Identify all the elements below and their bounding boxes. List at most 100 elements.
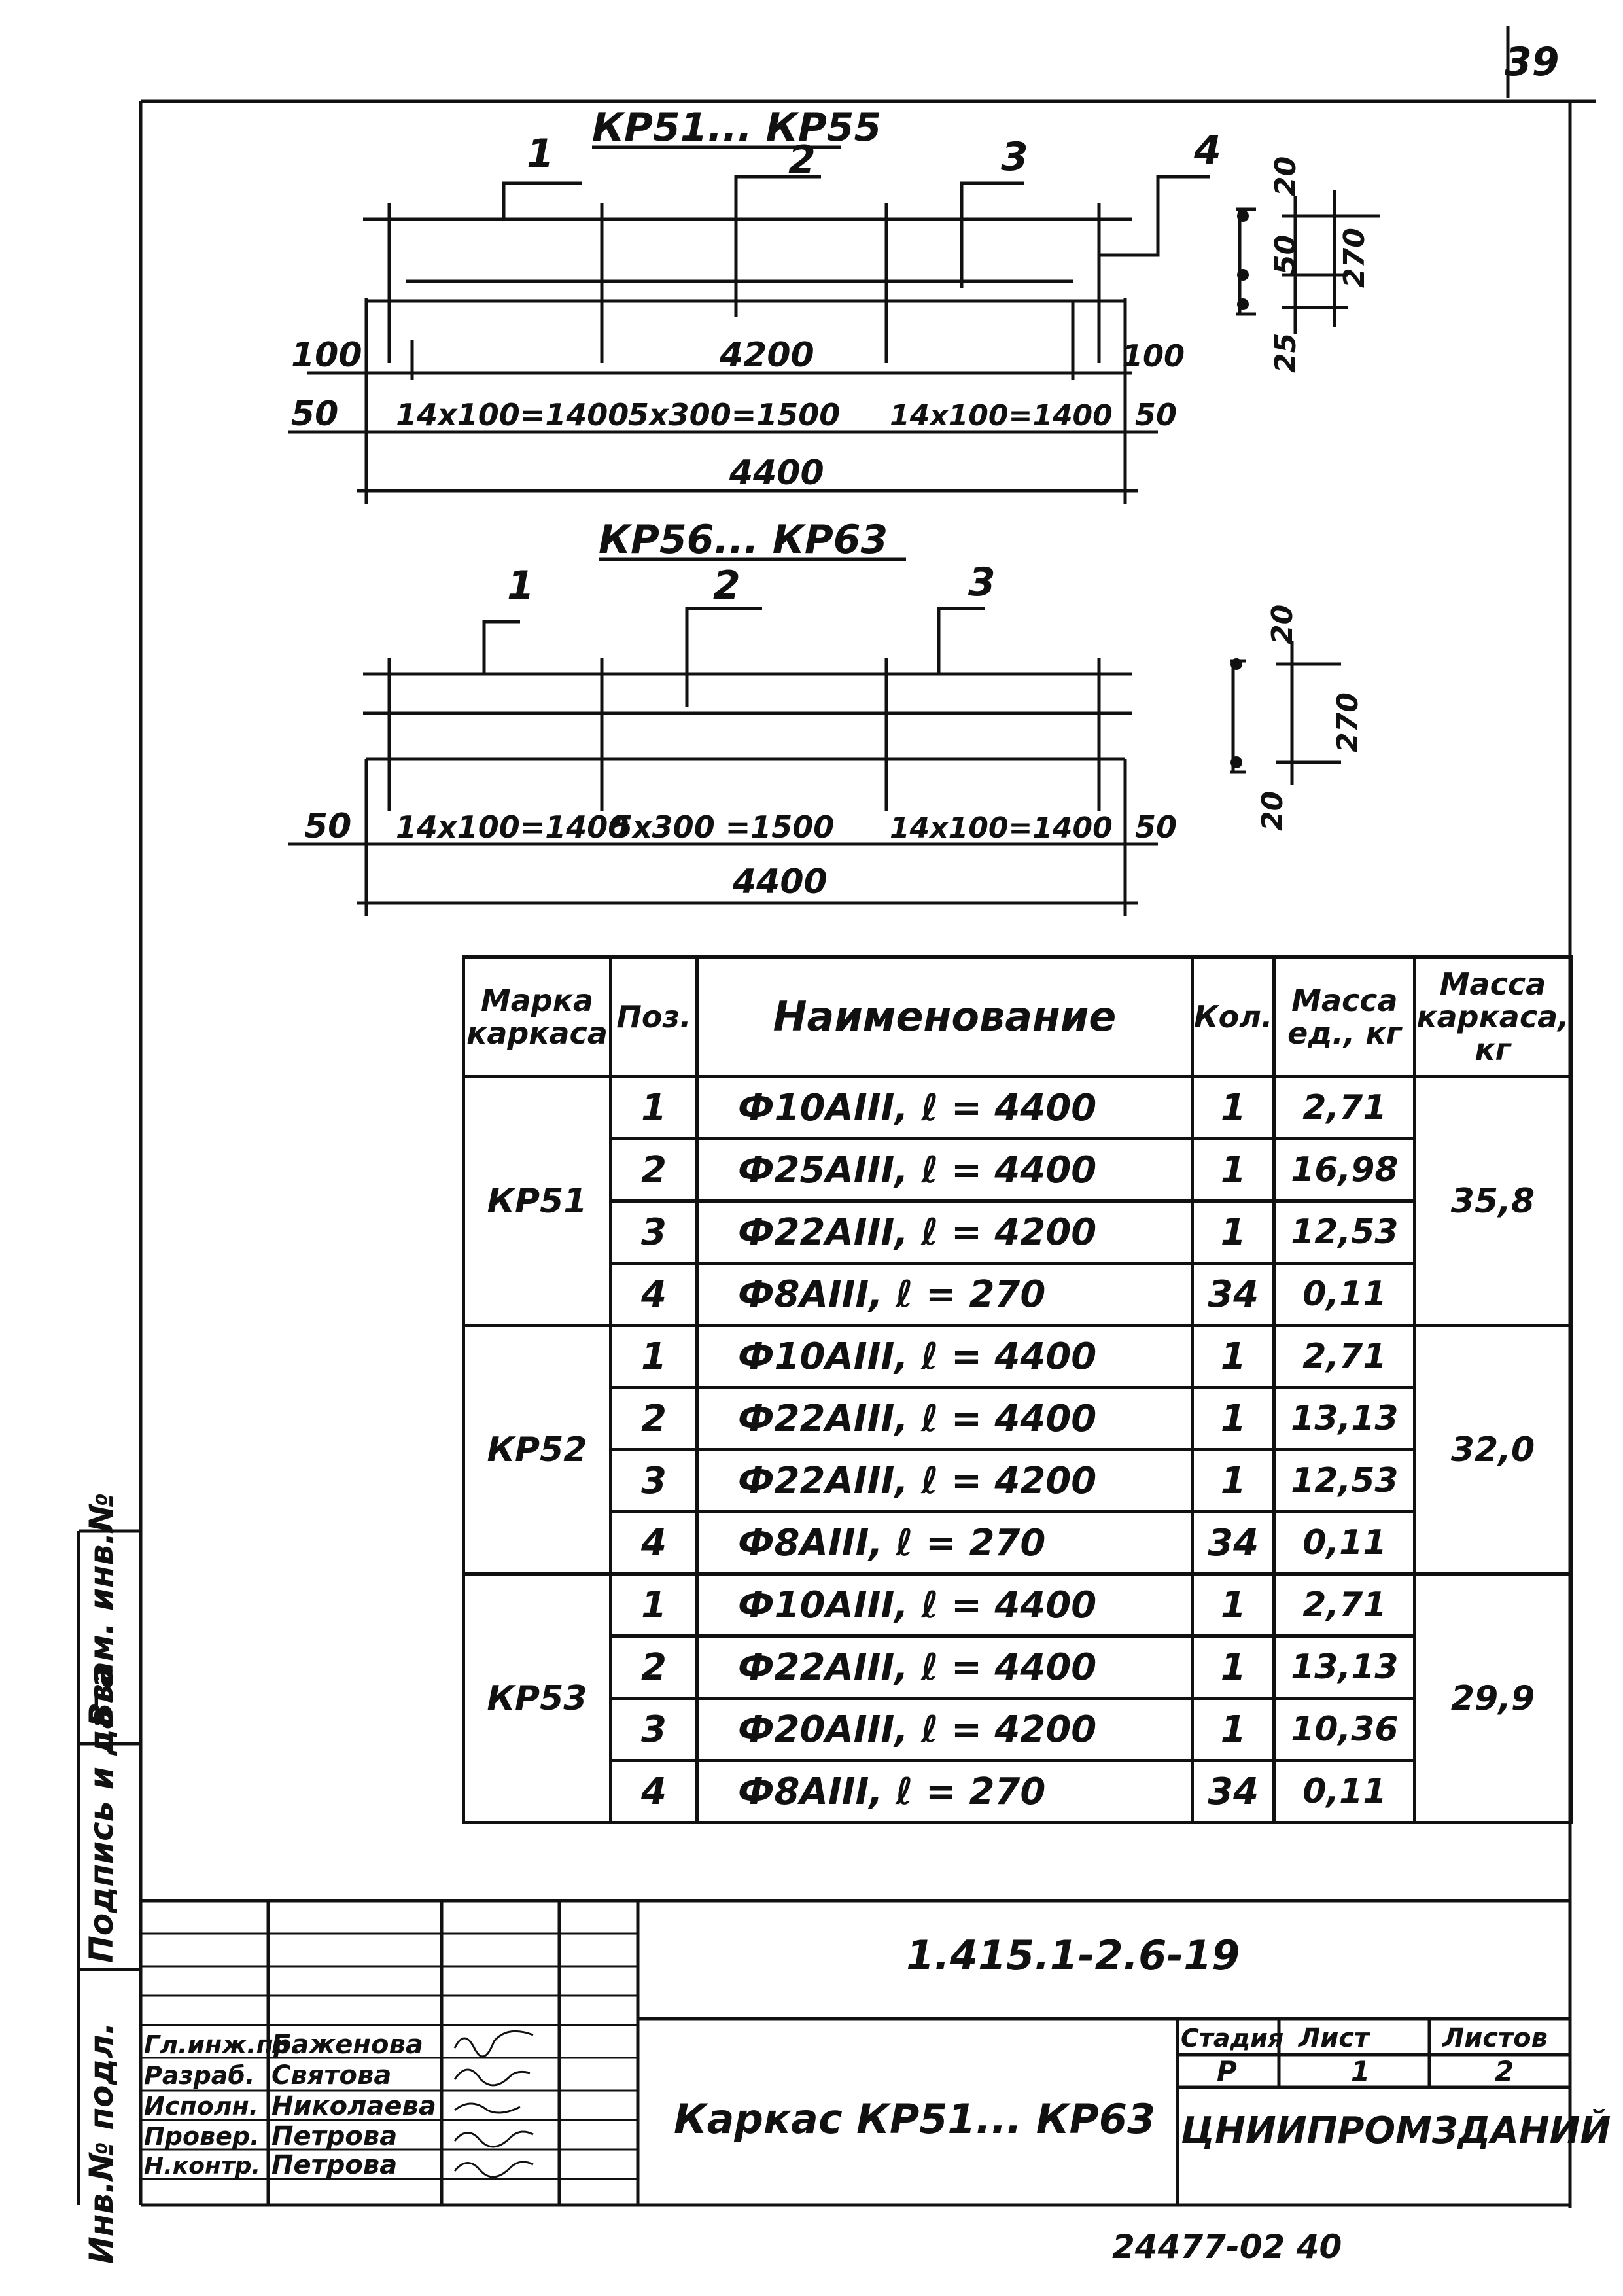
header-mark: Марка каркаса: [462, 955, 612, 1078]
cell-unit-mass: 16,98: [1272, 1137, 1417, 1203]
cell-unit-mass: 13,13: [1272, 1386, 1417, 1451]
cell-name: Ф10АIII, ℓ = 4400: [695, 1324, 1194, 1389]
drawing1-callout-3: 3: [1001, 134, 1028, 180]
cell-pos: 2: [609, 1634, 699, 1700]
cell-pos: 3: [609, 1697, 699, 1762]
cell-pos: 4: [609, 1510, 699, 1576]
cell-qty: 1: [1190, 1324, 1276, 1389]
cell-unit-mass: 0,11: [1272, 1759, 1417, 1824]
cell-unit-mass: 0,11: [1272, 1510, 1417, 1576]
cell-name: Ф8АIII, ℓ = 270: [695, 1759, 1194, 1824]
drawing2-dim-left: 50: [304, 807, 351, 846]
cell-qty: 34: [1190, 1510, 1276, 1576]
cell-qty: 1: [1190, 1697, 1276, 1762]
drawing1-dim-inner: 4200: [719, 336, 814, 375]
cell-unit-mass: 12,53: [1272, 1199, 1417, 1265]
cell-qty: 34: [1190, 1759, 1276, 1824]
cell-name: Ф22АIII, ℓ = 4400: [695, 1634, 1194, 1700]
drawing1-dim-right-bottom: 50: [1135, 397, 1177, 433]
header-unit-mass: Масса ед., кг: [1272, 955, 1417, 1078]
table-row: 2 Ф22АIII, ℓ = 4400 1 13,13: [464, 1634, 1571, 1700]
drawing1-dim-left-top: 100: [291, 336, 362, 375]
drawing2-callout-2: 2: [713, 563, 741, 609]
table-header-row: Марка каркаса Поз. Наименование Кол. Мас…: [462, 955, 1573, 1078]
sheet-label: Лист: [1298, 2023, 1371, 2053]
signatures: [453, 2030, 534, 2178]
table-row: 3 Ф22АIII, ℓ = 4200 1 12,53: [464, 1199, 1571, 1265]
role-checker: Провер.: [144, 2122, 260, 2151]
drawing2-callout-3: 3: [968, 559, 996, 605]
cell-qty: 1: [1190, 1386, 1276, 1451]
cell-qty: 1: [1190, 1199, 1276, 1265]
cell-name: Ф22АIII, ℓ = 4200: [695, 1448, 1194, 1513]
cell-name: Ф8АIII, ℓ = 270: [695, 1510, 1194, 1576]
sheet-value: 1: [1351, 2055, 1370, 2087]
cell-qty: 1: [1190, 1572, 1276, 1638]
drawing2-title: КР56... КР63: [599, 517, 888, 563]
header-name: Наименование: [695, 955, 1194, 1078]
header-qty: Кол.: [1190, 955, 1276, 1078]
cell-name: Ф25АIII, ℓ = 4400: [695, 1137, 1194, 1203]
table-row: 4 Ф8АIII, ℓ = 270 34 0,11: [464, 1510, 1571, 1576]
table-row: КР52 1 Ф10АIII, ℓ = 4400 1 2,71 32,0: [462, 1324, 1573, 1576]
frame-mark: КР51: [462, 1075, 612, 1327]
frame-mark: КР53: [462, 1572, 612, 1824]
drawing2-seg3: 14x100=1400: [890, 811, 1113, 845]
cell-pos: 1: [609, 1572, 699, 1638]
role-developer: Разраб.: [144, 2061, 254, 2090]
name-executor: Николаева: [271, 2091, 436, 2121]
table-row: 2 Ф22АIII, ℓ = 4400 1 13,13: [464, 1386, 1571, 1451]
cell-name: Ф10АIII, ℓ = 4400: [695, 1075, 1194, 1140]
cell-pos: 3: [609, 1448, 699, 1513]
sheets-value: 2: [1495, 2055, 1514, 2087]
drawing2-section-dim-270: 270: [1331, 692, 1365, 752]
document-code: 1.415.1-2.6-19: [906, 1932, 1240, 1979]
name-developer: Святова: [271, 2060, 391, 2091]
drawing1-dim-left-bottom: 50: [291, 395, 338, 434]
drawing1-seg1: 14x100=1400: [396, 397, 629, 433]
name-norm-control: Петрова: [271, 2150, 397, 2180]
page-number: 39: [1505, 39, 1560, 85]
cell-unit-mass: 12,53: [1272, 1448, 1417, 1513]
name-chief-engineer: Баженова: [271, 2030, 423, 2060]
table-row: 3 Ф20АIII, ℓ = 4200 1 10,36: [464, 1697, 1571, 1762]
drawing1-seg3: 14x100=1400: [890, 399, 1113, 433]
drawing2-callout-1: 1: [507, 563, 534, 609]
cell-unit-mass: 2,71: [1272, 1075, 1417, 1140]
table-row: 3 Ф22АIII, ℓ = 4200 1 12,53: [464, 1448, 1571, 1513]
cell-pos: 1: [609, 1075, 699, 1140]
stage-label: Стадия: [1181, 2024, 1283, 2053]
cell-name: Ф8АIII, ℓ = 270: [695, 1262, 1194, 1327]
cell-unit-mass: 10,36: [1272, 1697, 1417, 1762]
cell-pos: 2: [609, 1386, 699, 1451]
role-executor: Исполн.: [144, 2092, 258, 2121]
table-row: 4 Ф8АIII, ℓ = 270 34 0,11: [464, 1759, 1571, 1824]
cell-pos: 1: [609, 1324, 699, 1389]
drawing1-section-dim-270: 270: [1338, 228, 1371, 288]
archive-number: 24477-02 40: [1112, 2228, 1342, 2266]
cell-name: Ф22АIII, ℓ = 4400: [695, 1386, 1194, 1451]
cell-name: Ф22АIII, ℓ = 4200: [695, 1199, 1194, 1265]
cell-unit-mass: 0,11: [1272, 1262, 1417, 1327]
cell-pos: 4: [609, 1262, 699, 1327]
cell-qty: 34: [1190, 1262, 1276, 1327]
cell-name: Ф10АIII, ℓ = 4400: [695, 1572, 1194, 1638]
specification-table: Марка каркаса Поз. Наименование Кол. Мас…: [462, 955, 1573, 1824]
drawing1-callout-2: 2: [788, 137, 816, 183]
drawing1-title: КР51... КР55: [592, 105, 881, 150]
frame-mark: КР52: [462, 1324, 612, 1576]
cell-unit-mass: 2,71: [1272, 1572, 1417, 1638]
table-row: 4 Ф8АIII, ℓ = 270 34 0,11: [464, 1262, 1571, 1327]
role-norm-control: Н.контр.: [144, 2153, 260, 2180]
cell-qty: 1: [1190, 1137, 1276, 1203]
name-checker: Петрова: [271, 2121, 397, 2151]
cell-name: Ф20АIII, ℓ = 4200: [695, 1697, 1194, 1762]
frame-mass: 29,9: [1413, 1572, 1573, 1824]
stage-value: Р: [1217, 2055, 1237, 2087]
drawing1-dim-right-top: 100: [1122, 338, 1185, 374]
table-row: 2 Ф25АIII, ℓ = 4400 1 16,98: [464, 1137, 1571, 1203]
sheets-label: Листов: [1442, 2023, 1548, 2053]
drawing2-section-dim-20-bottom: 20: [1256, 791, 1289, 831]
role-chief-engineer: Гл.инж.пр.: [144, 2030, 301, 2059]
